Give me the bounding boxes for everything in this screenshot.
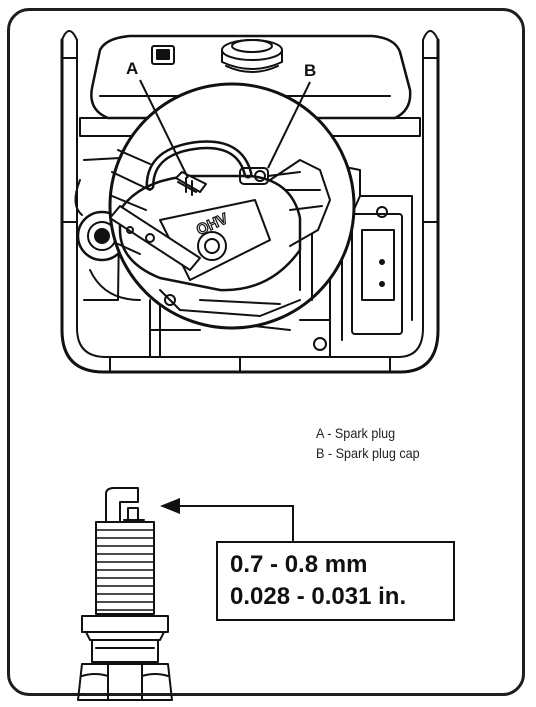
parts-legend: A - Spark plug B - Spark plug cap	[316, 423, 420, 463]
gap-spec-box: 0.7 - 0.8 mm 0.028 - 0.031 in.	[216, 541, 455, 621]
gap-spec-metric: 0.7 - 0.8 mm	[230, 551, 368, 578]
figure-frame	[7, 8, 525, 696]
gap-spec-imperial: 0.028 - 0.031 in.	[230, 583, 407, 610]
callout-a-label: A	[126, 59, 139, 78]
gap-arrow-head	[160, 498, 180, 514]
legend-item-spark-plug-cap: B - Spark plug cap	[316, 445, 420, 461]
gap-arrow	[180, 505, 294, 541]
legend-item-spark-plug: A - Spark plug	[316, 425, 396, 441]
callout-b-label: B	[304, 61, 317, 80]
